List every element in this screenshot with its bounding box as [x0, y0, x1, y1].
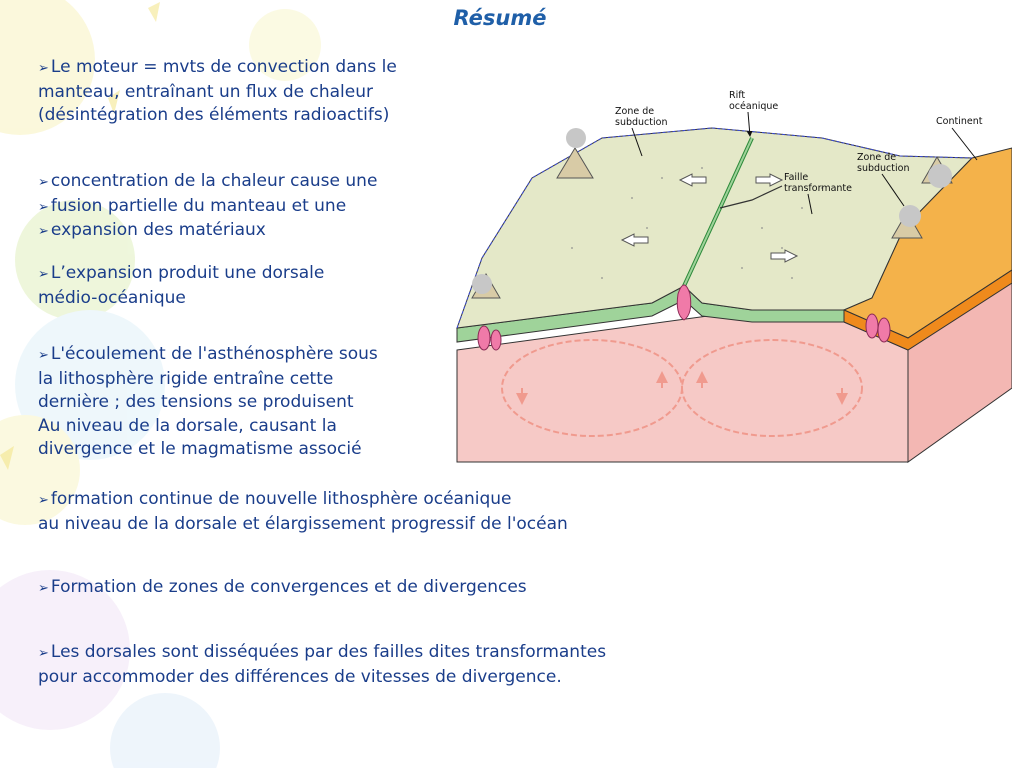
leader-line: [631, 127, 643, 157]
leader-line: [881, 173, 905, 207]
bullet-text: au niveau de la dorsale et élargissement…: [38, 513, 568, 534]
surface-outline: [456, 127, 973, 329]
transform-fault: [719, 185, 783, 209]
smoke-plume-icon: [928, 164, 952, 188]
label-continent: Continent: [936, 116, 983, 127]
bullet-text: manteau, entraînant un flux de chaleur: [38, 81, 373, 102]
bullet-line: ➢L'écoulement de l'asthénosphère sous: [38, 343, 378, 368]
bullet-arrow-icon: ➢: [38, 267, 49, 282]
bullet-arrow-icon: ➢: [38, 224, 49, 239]
bullet-text: dernière ; des tensions se produisent: [38, 392, 354, 412]
bullet-text: pour accommoder des différences de vites…: [38, 666, 562, 687]
subduction-magma-left: [477, 325, 491, 351]
smoke-plume-icon: [566, 128, 586, 148]
spreading-arrow-left-2: [678, 173, 707, 187]
decor-balloon-blue-2: [110, 693, 220, 768]
subduction-magma-right: [877, 317, 891, 343]
decor-star: [0, 446, 14, 470]
bullet-text: expansion des matériaux: [50, 220, 266, 240]
bullet-text: médio-océanique: [38, 287, 186, 308]
bullet-line: ➢Formation de zones de convergences et d…: [38, 576, 527, 601]
seafloor-texture: [571, 167, 823, 279]
smoke-plume-icon: [472, 274, 492, 294]
slide-title: Résumé: [453, 6, 547, 30]
bullet-paragraph: ➢concentration de la chaleur cause une➢f…: [38, 170, 377, 244]
bullet-line: ➢formation continue de nouvelle lithosph…: [38, 488, 568, 513]
bullet-line: ➢fusion partielle du manteau et une: [38, 195, 377, 220]
bullet-text: L’expansion produit une dorsale: [50, 263, 325, 283]
label-zone-subduction-right-2: subduction: [857, 163, 909, 174]
volcano-icon: [556, 147, 594, 179]
spreading-arrow-left: [620, 233, 649, 247]
bullet-text: (désintégration des éléments radioactifs…: [38, 105, 390, 125]
bullet-line: dernière ; des tensions se produisent: [38, 391, 378, 415]
bullet-text: la lithosphère rigide entraîne cette: [38, 368, 334, 389]
bullet-line: ➢expansion des matériaux: [38, 219, 377, 244]
label-zone-subduction-right-1: Zone de: [857, 152, 896, 163]
bullet-text: divergence et le magmatisme associé: [38, 439, 362, 459]
bullet-arrow-icon: ➢: [38, 493, 49, 508]
bullet-line: ➢Le moteur = mvts de convection dans le: [38, 56, 397, 81]
bullet-arrow-icon: ➢: [38, 199, 49, 215]
label-rift-2: océanique: [729, 101, 778, 112]
bullet-text: concentration de la chaleur cause une: [50, 171, 378, 191]
bullet-arrow-icon: ➢: [38, 61, 49, 76]
plate-tectonics-diagram: Zone de subduction Rift océanique Contin…: [456, 90, 1012, 463]
bullet-text: formation continue de nouvelle lithosphè…: [50, 489, 512, 509]
bullet-line: la lithosphère rigide entraîne cette: [38, 368, 378, 392]
bullet-line: au niveau de la dorsale et élargissement…: [38, 513, 568, 537]
bullet-line: ➢L’expansion produit une dorsale: [38, 262, 324, 287]
leader-line: [746, 111, 753, 137]
spreading-arrow-right-2: [755, 173, 784, 187]
smoke-plume-icon: [899, 205, 921, 227]
bullet-text: Formation de zones de convergences et de…: [50, 577, 527, 597]
bullet-paragraph: ➢Les dorsales sont disséquées par des fa…: [38, 641, 606, 689]
bullet-paragraph: ➢formation continue de nouvelle lithosph…: [38, 488, 568, 536]
bullet-text: L'écoulement de l'asthénosphère sous: [50, 344, 378, 364]
label-zone-subduction-left-2: subduction: [615, 117, 667, 128]
bullet-arrow-icon: ➢: [38, 175, 49, 190]
bullet-line: ➢Les dorsales sont disséquées par des fa…: [38, 641, 606, 666]
bullet-line: (désintégration des éléments radioactifs…: [38, 104, 397, 128]
leader-line: [807, 193, 813, 215]
bullet-arrow-icon: ➢: [38, 348, 49, 363]
subduction-magma-left: [490, 329, 502, 351]
leader-line: [951, 127, 978, 161]
bullet-arrow-icon: ➢: [38, 646, 49, 661]
bullet-line: manteau, entraînant un flux de chaleur: [38, 81, 397, 105]
bullet-line: ➢concentration de la chaleur cause une: [38, 170, 377, 195]
convection-cell-right: [681, 339, 863, 437]
label-faille-1: Faille: [784, 172, 808, 183]
bullet-text: Les dorsales sont disséquées par des fai…: [50, 642, 607, 662]
bullet-text: fusion partielle du manteau et une: [50, 195, 347, 216]
spreading-arrow-right: [770, 249, 799, 263]
bullet-line: divergence et le magmatisme associé: [38, 438, 378, 462]
bullet-arrow-icon: ➢: [38, 581, 49, 596]
label-rift-1: Rift: [729, 90, 745, 101]
bullet-paragraph: ➢Formation de zones de convergences et d…: [38, 576, 527, 601]
ridge-magma-chamber: [676, 284, 692, 321]
bullet-text: Le moteur = mvts de convection dans le: [50, 57, 397, 77]
bullet-line: médio-océanique: [38, 287, 324, 311]
label-faille-2: transformante: [784, 183, 852, 194]
subduction-magma-right: [865, 313, 879, 339]
bullet-line: pour accommoder des différences de vites…: [38, 666, 606, 690]
bullet-line: Au niveau de la dorsale, causant la: [38, 415, 378, 439]
bullet-text: Au niveau de la dorsale, causant la: [38, 415, 337, 436]
label-zone-subduction-left-1: Zone de: [615, 106, 654, 117]
